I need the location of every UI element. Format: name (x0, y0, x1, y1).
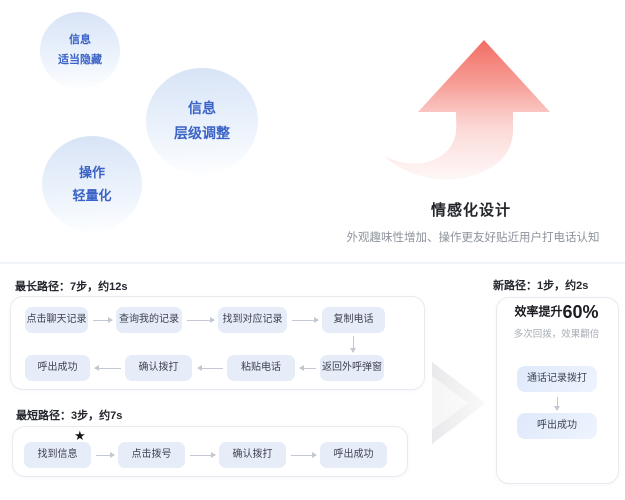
growth-arrow-icon (384, 40, 550, 180)
arrow-left-icon (299, 365, 316, 371)
bubble-line: 信息 (69, 33, 91, 46)
metric-value: 60% (562, 302, 599, 322)
shortest-step-3: 确认拨打 (219, 442, 286, 468)
emotional-design-subtitle: 外观趣味性增加、操作更友好贴近用户打电话认知 (346, 232, 600, 244)
arrow-right-icon (96, 452, 115, 458)
emotional-design-title: 情感化设计 (430, 202, 511, 219)
arrow-right-icon (187, 317, 215, 323)
star-icon: ★ (74, 428, 86, 443)
bubble-line: 轻量化 (72, 188, 112, 203)
longest-step-8: 呼出成功 (25, 355, 90, 381)
shortest-step-2: 点击拨号 (118, 442, 185, 468)
new-step-2: 呼出成功 (517, 413, 597, 439)
arrow-right-icon (190, 452, 216, 458)
arrow-right-icon (292, 317, 319, 323)
efficiency-metric: 效率提升60% (496, 302, 617, 323)
arrow-down-icon (350, 336, 356, 353)
longest-step-7: 确认拨打 (125, 355, 192, 381)
longest-path-header: 最长路径：7步，约12s (15, 281, 128, 293)
longest-step-4: 复制电话 (322, 307, 385, 333)
chevron-right-icon (432, 362, 486, 444)
metric-note: 多次回拨，效果翻倍 (513, 329, 600, 340)
longest-step-5: 返回外呼弹窗 (320, 355, 384, 381)
bubble-line: 适当隐藏 (58, 53, 102, 66)
longest-step-6: 粘贴电话 (227, 355, 295, 381)
longest-step-2: 查询我的记录 (116, 307, 182, 333)
longest-step-1: 点击聊天记录 (25, 307, 88, 333)
section-divider (0, 262, 625, 264)
principle-bubble-info-hide: 信息 适当隐藏 (40, 12, 120, 89)
principle-bubble-lightweight-ops: 操作 轻量化 (42, 136, 142, 232)
bubble-line: 层级调整 (174, 125, 230, 141)
new-path-header: 新路径：1步，约2s (493, 280, 589, 292)
metric-label: 效率提升 (514, 304, 563, 319)
principle-bubble-info-hierarchy: 信息 层级调整 (146, 68, 258, 174)
shortest-step-1: 找到信息 (24, 442, 91, 468)
arrow-left-icon (94, 365, 121, 371)
arrow-right-icon (291, 452, 317, 458)
arrow-left-icon (197, 365, 223, 371)
arrow-right-icon (93, 317, 113, 323)
shortest-step-4: 呼出成功 (320, 442, 387, 468)
bubble-line: 信息 (188, 99, 216, 116)
longest-step-3: 找到对应记录 (218, 307, 287, 333)
bubble-line: 操作 (78, 164, 105, 180)
shortest-path-header: 最短路径：3步，约7s (16, 410, 123, 422)
new-step-1: 通话记录拨打 (517, 366, 597, 392)
arrow-down-icon (554, 397, 560, 411)
